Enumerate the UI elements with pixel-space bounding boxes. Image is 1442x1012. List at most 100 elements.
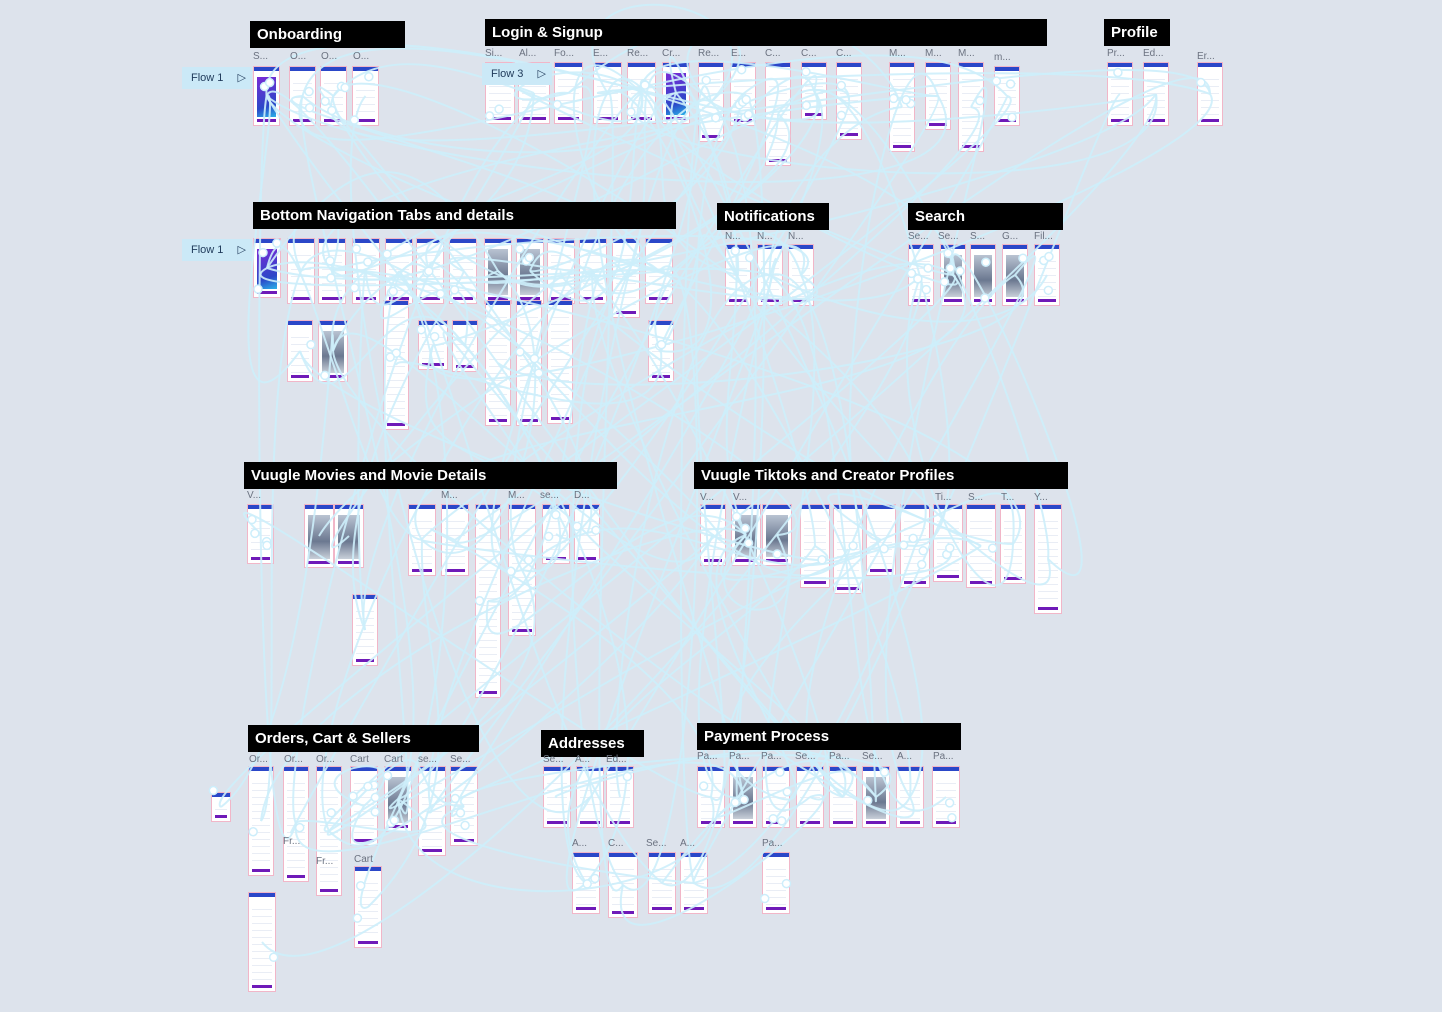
section-header-bottom-nav[interactable]: Bottom Navigation Tabs and details [253, 202, 676, 229]
screen-frame[interactable] [574, 504, 600, 564]
screen-frame[interactable] [334, 504, 364, 568]
screen-frame[interactable] [318, 238, 346, 304]
screen-frame[interactable] [576, 766, 604, 828]
screen-frame[interactable] [593, 62, 622, 124]
screen-frame[interactable] [606, 766, 634, 828]
screen-frame[interactable] [475, 504, 501, 698]
play-icon[interactable]: ▷ [237, 72, 246, 84]
screen-frame[interactable] [418, 766, 446, 856]
screen-frame[interactable] [900, 504, 930, 588]
screen-frame[interactable] [680, 852, 708, 914]
screen-frame[interactable] [889, 62, 915, 152]
screen-frame[interactable] [283, 766, 309, 882]
screen-frame[interactable] [248, 766, 274, 876]
screen-frame[interactable] [383, 300, 409, 430]
screen-frame[interactable] [1143, 62, 1169, 126]
screen-frame[interactable] [662, 62, 690, 124]
screen-frame[interactable] [547, 238, 575, 304]
screen-frame[interactable] [866, 504, 896, 576]
screen-frame[interactable] [416, 238, 444, 304]
screen-frame[interactable] [452, 320, 478, 372]
section-header-profile[interactable]: Profile [1104, 19, 1170, 46]
screen-frame[interactable] [697, 766, 725, 828]
screen-frame[interactable] [247, 504, 274, 564]
screen-frame[interactable] [833, 504, 863, 594]
screen-frame[interactable] [958, 62, 984, 152]
screen-frame[interactable] [1197, 62, 1223, 126]
screen-frame[interactable] [645, 238, 673, 304]
screen-frame[interactable] [762, 852, 790, 914]
screen-frame[interactable] [248, 892, 276, 992]
screen-frame[interactable] [485, 300, 511, 426]
play-icon[interactable]: ▷ [237, 244, 246, 256]
screen-frame[interactable] [304, 504, 334, 568]
screen-frame[interactable] [1034, 504, 1062, 614]
screen-frame[interactable] [698, 62, 724, 142]
screen-frame[interactable] [932, 766, 960, 828]
screen-frame[interactable] [441, 504, 469, 576]
flow-start-badge[interactable]: Flow 1 ▷ [182, 239, 252, 261]
screen-frame[interactable] [354, 866, 382, 948]
screen-frame[interactable] [800, 504, 830, 588]
screen-frame[interactable] [1107, 62, 1133, 126]
screen-frame[interactable] [1002, 244, 1028, 306]
screen-frame[interactable] [648, 320, 674, 382]
screen-frame[interactable] [994, 66, 1020, 126]
screen-frame[interactable] [352, 66, 379, 126]
screen-frame[interactable] [829, 766, 857, 828]
section-header-notifications[interactable]: Notifications [717, 203, 829, 230]
section-header-search[interactable]: Search [908, 203, 1063, 230]
screen-frame[interactable] [762, 766, 790, 828]
screen-frame[interactable] [970, 244, 996, 306]
screen-frame[interactable] [316, 766, 342, 896]
screen-frame[interactable] [608, 852, 638, 918]
screen-frame[interactable] [725, 244, 751, 306]
screen-frame[interactable] [554, 62, 583, 124]
screen-frame[interactable] [896, 766, 924, 828]
flow-start-badge[interactable]: Flow 3 ▷ [482, 63, 552, 85]
screen-frame[interactable] [450, 766, 478, 846]
screen-frame[interactable] [572, 852, 600, 914]
screen-frame[interactable] [762, 504, 792, 566]
section-header-movies[interactable]: Vuugle Movies and Movie Details [244, 462, 617, 489]
screen-frame[interactable] [1034, 244, 1060, 306]
screen-frame[interactable] [516, 238, 544, 304]
screen-frame[interactable] [211, 792, 231, 822]
section-header-onboarding[interactable]: Onboarding [250, 21, 405, 48]
screen-frame[interactable] [940, 244, 966, 306]
screen-frame[interactable] [933, 504, 963, 582]
screen-frame[interactable] [862, 766, 890, 828]
screen-frame[interactable] [408, 504, 436, 576]
screen-frame[interactable] [352, 594, 378, 666]
screen-frame[interactable] [700, 504, 726, 566]
screen-frame[interactable] [352, 238, 380, 304]
screen-frame[interactable] [1000, 504, 1026, 584]
screen-frame[interactable] [542, 504, 570, 564]
screen-frame[interactable] [516, 300, 542, 426]
screen-frame[interactable] [449, 238, 477, 304]
screen-frame[interactable] [350, 766, 378, 846]
screen-frame[interactable] [627, 62, 656, 124]
flow-start-badge[interactable]: Flow 1 ▷ [182, 67, 252, 89]
play-icon[interactable]: ▷ [537, 68, 546, 80]
section-header-login[interactable]: Login & Signup [485, 19, 1047, 46]
screen-frame[interactable] [547, 300, 573, 424]
screen-frame[interactable] [925, 62, 951, 130]
screen-frame[interactable] [757, 244, 783, 306]
screen-frame[interactable] [253, 238, 281, 298]
section-header-tiktoks[interactable]: Vuugle Tiktoks and Creator Profiles [694, 462, 1068, 489]
screen-frame[interactable] [320, 66, 347, 126]
screen-frame[interactable] [730, 62, 756, 126]
screen-frame[interactable] [801, 62, 827, 120]
screen-frame[interactable] [731, 504, 761, 566]
screen-frame[interactable] [543, 766, 571, 828]
screen-frame[interactable] [966, 504, 996, 588]
screen-frame[interactable] [418, 320, 448, 370]
screen-frame[interactable] [253, 66, 280, 126]
screen-frame[interactable] [287, 238, 315, 304]
screen-frame[interactable] [385, 238, 413, 304]
screen-frame[interactable] [484, 238, 512, 304]
screen-frame[interactable] [287, 320, 313, 382]
screen-frame[interactable] [318, 320, 348, 382]
